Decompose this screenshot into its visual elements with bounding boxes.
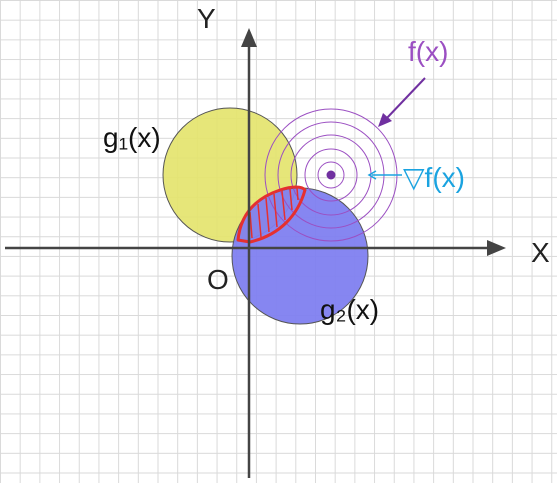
- origin-label: O: [207, 264, 229, 295]
- gradient-arrow: [367, 170, 402, 180]
- constraint-2-label: g₂(x): [320, 294, 380, 325]
- objective-label-arrow: [378, 77, 426, 127]
- x-axis-arrowhead: [487, 240, 506, 256]
- feasible-region-hatching: [249, 187, 299, 239]
- contour-ring-2: [304, 148, 358, 202]
- y-axis-arrowhead: [241, 28, 257, 47]
- contour-ring-1: [317, 161, 345, 189]
- gradient-label: ▽f(x): [403, 162, 465, 193]
- y-axis-label: Y: [197, 3, 216, 34]
- axes: [5, 28, 506, 478]
- contour-ring-3: [290, 134, 372, 216]
- x-axis-label: X: [531, 237, 550, 268]
- objective-label: f(x): [408, 36, 449, 67]
- constraint-1-label: g₁(x): [103, 122, 161, 153]
- objective-center-dot: [326, 170, 336, 180]
